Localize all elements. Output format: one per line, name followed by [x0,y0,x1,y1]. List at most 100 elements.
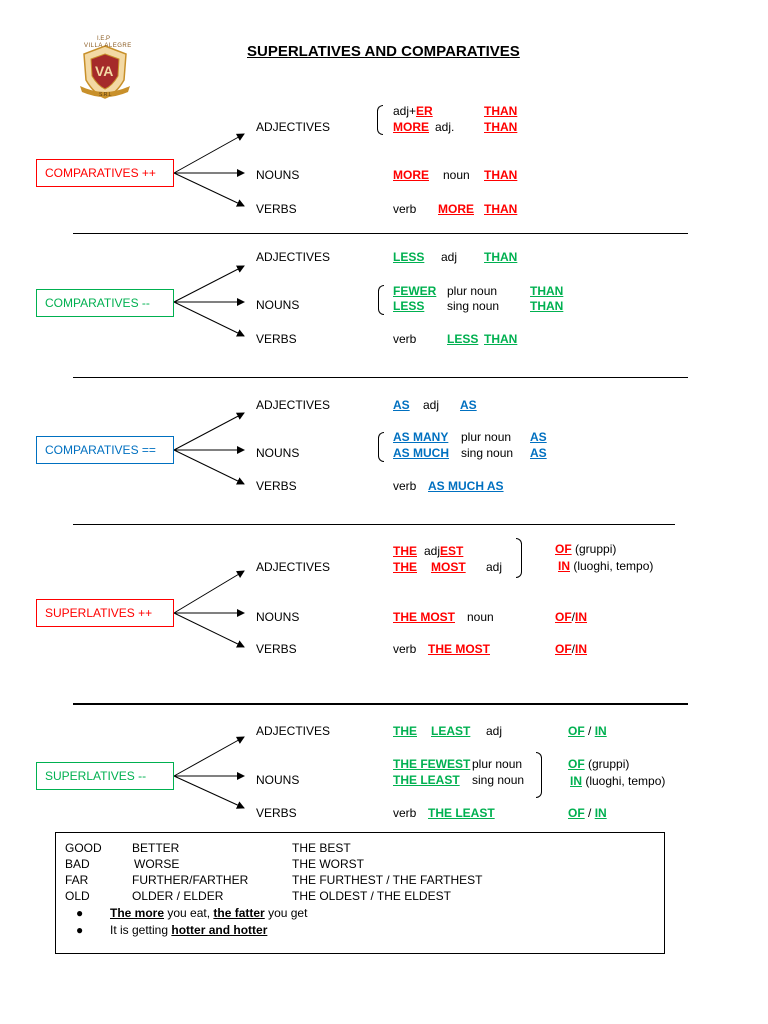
row-label-nouns: NOUNS [256,610,300,624]
rule-text: adj [486,560,503,574]
rule-text: verb [393,806,417,820]
as-many-keyword: AS MANY [393,430,449,444]
the-least-keyword: THE LEAST [428,806,495,820]
than-keyword: THAN [484,250,518,264]
rule-text: sing noun [472,773,525,787]
rule-text: verb [393,332,417,346]
separator [73,233,688,234]
row-label-verbs: VERBS [256,642,297,656]
most-keyword: MOST [431,560,466,574]
the-fewest-keyword: THE FEWEST [393,757,471,771]
rule-text: verb [393,479,417,493]
irregular-comparative: WORSE [134,857,180,871]
than-keyword: THAN [484,332,518,346]
separator [73,377,688,378]
than-keyword: THAN [530,299,564,313]
than-keyword: THAN [484,168,518,182]
row-label-adjectives: ADJECTIVES [256,120,331,134]
less-keyword: LESS [447,332,479,346]
separator [73,524,675,525]
of-in-rule: OF / IN [568,724,607,738]
more-keyword: MORE [438,202,474,216]
rule-text: sing noun [461,446,514,460]
logo-bottom-text: S.R.L [99,92,112,98]
rule-text: plur noun [447,284,498,298]
logo-name: VILLA ALEGRE [84,43,132,49]
than-keyword: THAN [484,202,518,216]
less-keyword: LESS [393,250,425,264]
page-title: SUPERLATIVES AND COMPARATIVES [247,43,520,60]
category-superlatives-plus: SUPERLATIVES ++ [36,599,174,627]
row-label-adjectives: ADJECTIVES [256,724,331,738]
row-label-adjectives: ADJECTIVES [256,560,331,574]
rule-text: plur noun [461,430,512,444]
the-keyword: THE [393,560,417,574]
row-label-verbs: VERBS [256,202,297,216]
category-comparatives-equal: COMPARATIVES == [36,436,174,464]
brace [378,432,384,462]
of-rule: OF (gruppi) [555,542,617,556]
the-keyword: THE [393,544,417,558]
of-in-rule: OF/IN [555,642,588,656]
the-most-keyword: THE MOST [428,642,490,656]
in-rule: IN (luoghi, tempo) [558,559,654,573]
irregular-superlative: THE WORST [292,857,364,871]
in-rule: IN (luoghi, tempo) [570,774,666,788]
row-label-nouns: NOUNS [256,773,300,787]
fewer-keyword: FEWER [393,284,437,298]
row-label-nouns: NOUNS [256,168,300,182]
the-keyword: THE [393,724,417,738]
rule-text: adj [441,250,458,264]
row-label-nouns: NOUNS [256,446,300,460]
rule-text: adj+ER [393,104,433,118]
category-comparatives-plus: COMPARATIVES ++ [36,159,174,187]
rule-text: adjEST [424,544,464,558]
rule-text: plur noun [472,757,523,771]
as-much-as-keyword: AS MUCH AS [428,479,504,493]
irregular-comparative: BETTER [132,841,180,855]
rule-text: sing noun [447,299,500,313]
bullet-text: The more you eat, the fatter you get [110,906,308,920]
bullet-text: It is getting hotter and hotter [110,923,268,937]
row-label-verbs: VERBS [256,332,297,346]
rule-text: noun [467,610,494,624]
separator [73,703,688,705]
the-least-keyword: THE LEAST [393,773,460,787]
irregular-superlative: THE OLDEST / THE ELDEST [292,889,451,903]
irregular-superlative: THE BEST [292,841,351,855]
rule-text: adj. [435,120,455,134]
less-keyword: LESS [393,299,425,313]
as-much-keyword: AS MUCH [393,446,449,460]
of-rule: OF (gruppi) [568,757,630,771]
brace [536,752,542,798]
rule-text: noun [443,168,470,182]
irregular-base: FAR [65,873,89,887]
than-keyword: THAN [530,284,564,298]
as-keyword: AS [530,446,547,460]
row-label-verbs: VERBS [256,479,297,493]
brace [516,538,522,578]
rule-text: verb [393,642,417,656]
irregular-superlative: THE FURTHEST / THE FARTHEST [292,873,483,887]
row-label-nouns: NOUNS [256,298,300,312]
irregular-base: OLD [65,889,90,903]
as-keyword: AS [393,398,410,412]
category-superlatives-minus: SUPERLATIVES -- [36,762,174,790]
bullet-item: ● [76,923,83,937]
crest-icon [80,45,130,99]
row-label-verbs: VERBS [256,806,297,820]
irregular-comparative: FURTHER/FARTHER [132,873,249,887]
row-label-adjectives: ADJECTIVES [256,250,331,264]
more-keyword: MORE [393,168,429,182]
school-logo: I.E.P VILLA ALEGRE VA S.R.L [76,36,134,100]
the-most-keyword: THE MOST [393,610,455,624]
least-keyword: LEAST [431,724,471,738]
than-keyword: THAN [484,120,518,134]
brace [377,105,383,135]
as-keyword: AS [530,430,547,444]
bullet-item: ● [76,906,83,920]
bullet-icon: ● [76,906,84,920]
logo-top-text: I.E.P [97,36,111,42]
rule-text: verb [393,202,417,216]
